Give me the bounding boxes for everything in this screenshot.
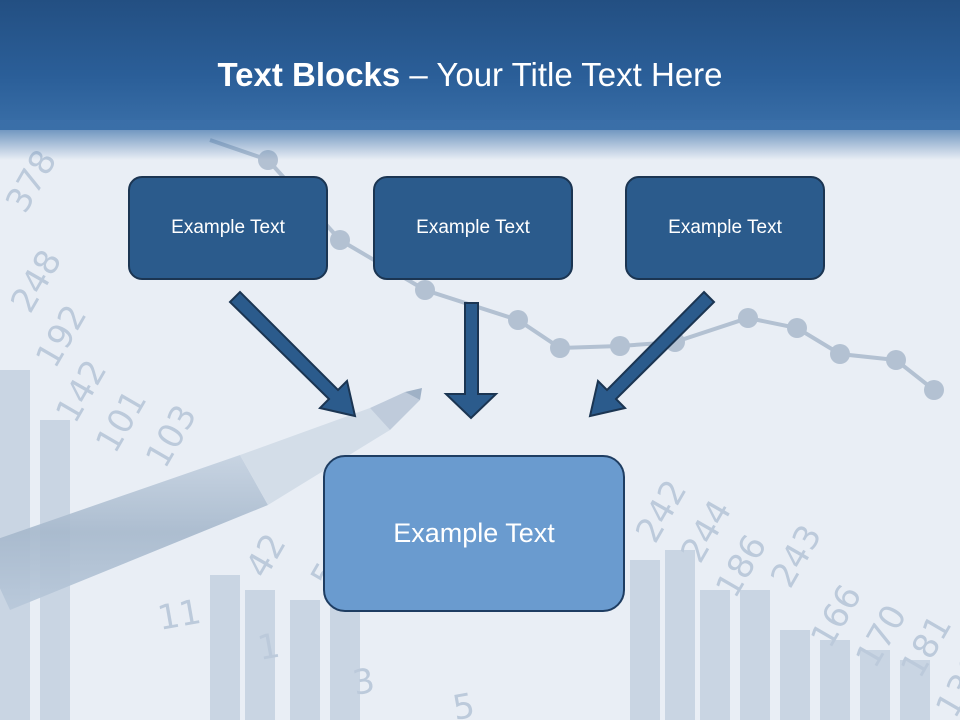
title-bar-fade	[0, 120, 960, 160]
down-arrow-icon	[443, 302, 499, 420]
title-bar	[0, 0, 960, 130]
text-block-3[interactable]: Example Text	[625, 176, 825, 280]
text-block-3-label: Example Text	[668, 217, 782, 238]
text-block-2-label: Example Text	[416, 217, 530, 238]
title-bold: Text Blocks	[217, 56, 401, 93]
pen-illustration	[0, 388, 422, 610]
main-text-block[interactable]: Example Text	[323, 455, 625, 612]
background-number: 11	[155, 592, 205, 639]
title-rest: Your Title Text Here	[436, 56, 723, 93]
main-text-block-label: Example Text	[393, 518, 555, 548]
title-separator: –	[400, 56, 437, 93]
down-left-arrow-icon	[588, 290, 716, 418]
text-block-2[interactable]: Example Text	[373, 176, 573, 280]
background-bars	[0, 370, 930, 720]
text-block-1[interactable]: Example Text	[128, 176, 328, 280]
page-title: Text Blocks – Your Title Text Here	[0, 52, 940, 98]
text-block-1-label: Example Text	[171, 217, 285, 238]
down-right-arrow-icon	[228, 290, 357, 418]
